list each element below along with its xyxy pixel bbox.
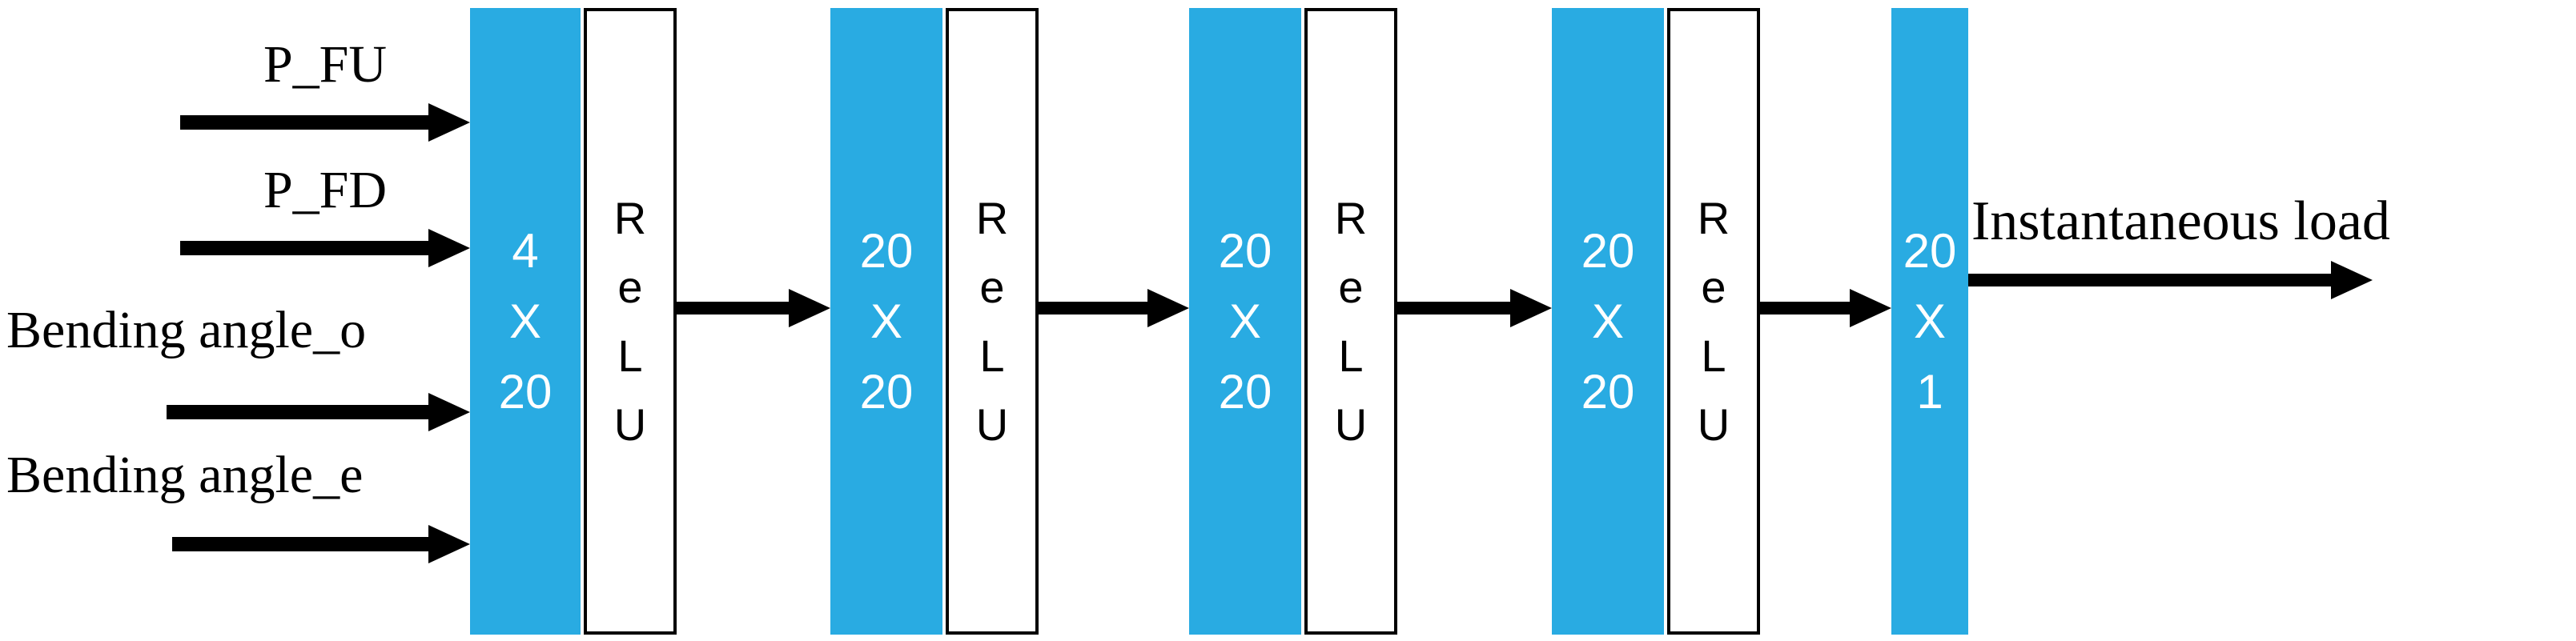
relu-letter: U (613, 399, 647, 450)
arrow-head-icon (1510, 289, 1552, 327)
relu-box-2: R e L U (946, 8, 1039, 635)
input-label-p-fd: P_FD (263, 161, 388, 219)
relu-letter: U (975, 399, 1009, 450)
layer-dim-line: 20 (1581, 223, 1635, 278)
layer-box-20x20-c: 20 X 20 (1552, 8, 1664, 635)
input-arrow-bending-angle-o (167, 393, 470, 431)
layer-dim-line: X (870, 294, 903, 348)
relu-letter: R (1697, 192, 1730, 243)
arrow-head-icon (428, 525, 470, 563)
layer-dim-line: 20 (859, 223, 914, 278)
layer-dim-line: X (1591, 294, 1625, 348)
layer-dim-line: 4 (512, 223, 539, 278)
relu-letter: U (1697, 399, 1730, 450)
input-arrow-p-fu (180, 103, 470, 142)
output-label: Instantaneous load (1971, 190, 2390, 252)
relu-letter: R (975, 192, 1009, 243)
relu-letter: U (1334, 399, 1368, 450)
arrow-shaft (1760, 302, 1850, 314)
arrow-head-icon (428, 103, 470, 142)
relu-letter: L (617, 330, 643, 381)
relu-box-3: R e L U (1304, 8, 1397, 635)
arrow-head-icon (789, 289, 830, 327)
layer-arrow-3 (1397, 289, 1552, 327)
arrow-head-icon (2331, 261, 2373, 299)
input-arrow-bending-angle-e (172, 525, 470, 563)
relu-box-1: R e L U (584, 8, 677, 635)
arrow-shaft (180, 115, 428, 130)
arrow-shaft (172, 537, 428, 551)
arrow-shaft (180, 241, 428, 255)
layer-box-4x20: 4 X 20 (470, 8, 581, 635)
arrow-shaft (1968, 274, 2331, 286)
input-label-bending-angle-o: Bending angle_o (6, 301, 367, 359)
input-label-bending-angle-e: Bending angle_e (6, 446, 364, 504)
layer-dim-line: 20 (859, 364, 914, 419)
arrow-head-icon (428, 229, 470, 267)
relu-letter: R (613, 192, 647, 243)
arrow-shaft (1039, 302, 1147, 314)
relu-letter: R (1334, 192, 1368, 243)
input-arrow-p-fd (180, 229, 470, 267)
arrow-shaft (677, 302, 789, 314)
relu-box-4: R e L U (1667, 8, 1760, 635)
layer-box-20x20-a: 20 X 20 (830, 8, 942, 635)
relu-letter: L (1338, 330, 1364, 381)
layer-dim-line: 1 (1916, 364, 1943, 419)
output-layer-box-20x1: 20 X 1 (1891, 8, 1968, 635)
layer-dim-line: X (1913, 294, 1947, 348)
layer-arrow-4 (1760, 289, 1891, 327)
relu-letter: L (1701, 330, 1726, 381)
arrow-head-icon (1147, 289, 1189, 327)
layer-dim-line: 20 (1581, 364, 1635, 419)
arrow-head-icon (1850, 289, 1891, 327)
output-arrow (1968, 261, 2373, 299)
layer-dim-line: 20 (1218, 364, 1272, 419)
layer-dim-line: 20 (1218, 223, 1272, 278)
layer-arrow-1 (677, 289, 830, 327)
layer-dim-line: 20 (1903, 223, 1957, 278)
arrow-shaft (167, 405, 428, 419)
relu-letter: L (979, 330, 1005, 381)
relu-letter: e (617, 261, 643, 312)
relu-letter: e (1701, 261, 1726, 312)
arrow-shaft (1397, 302, 1510, 314)
relu-letter: e (979, 261, 1005, 312)
layer-dim-line: X (508, 294, 542, 348)
layer-arrow-2 (1039, 289, 1189, 327)
arrow-head-icon (428, 393, 470, 431)
layer-dim-line: 20 (498, 364, 553, 419)
layer-box-20x20-b: 20 X 20 (1189, 8, 1301, 635)
relu-letter: e (1338, 261, 1364, 312)
input-label-p-fu: P_FU (263, 35, 388, 94)
layer-dim-line: X (1228, 294, 1262, 348)
